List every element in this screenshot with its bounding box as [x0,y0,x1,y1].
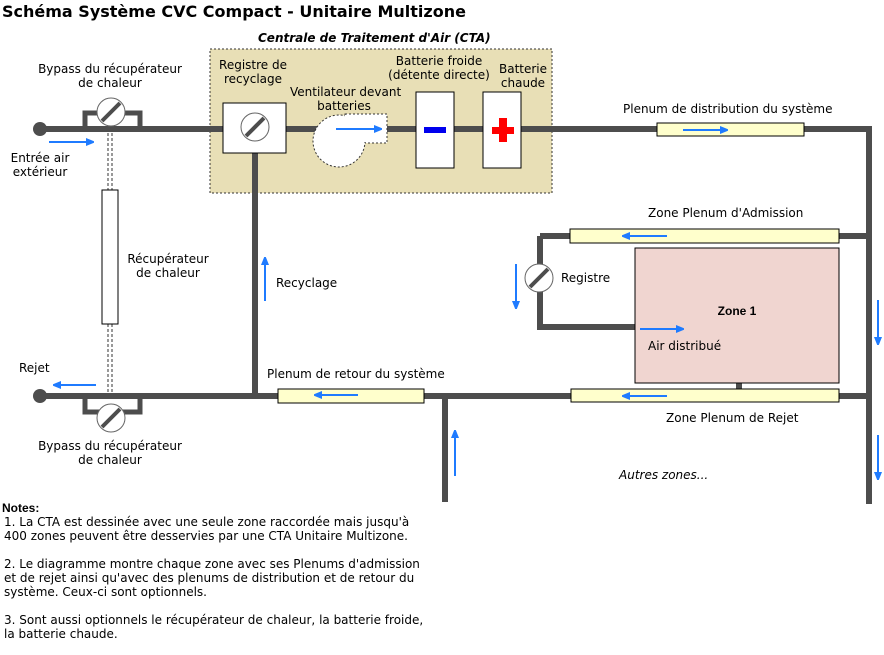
bypass-damper-top [82,97,143,129]
heat-recovery-link [107,133,113,392]
label-line: Ventilateur devant [290,85,402,99]
recirculation-damper [222,102,287,154]
zone-damper-label: Registre [561,271,611,285]
zone-1-box [634,247,840,384]
zone-return-plenum-label: Zone Plenum de Rejet [666,411,799,425]
supply-plenum [656,122,805,137]
bypass-bottom-label: Bypass du récupérateur de chaleur [30,439,190,467]
exhaust-label: Rejet [19,361,50,375]
outdoor-air-inlet [33,122,47,136]
recirc-damper-label: Registre de recyclage [217,58,289,86]
heat-recovery-unit [101,189,119,325]
label-line: de chaleur [78,453,142,467]
bypass-top-label: Bypass du récupérateur de chaleur [30,62,190,90]
label-line: Récupérateur [127,252,209,266]
label-line: Bypass du récupérateur [38,439,182,453]
label-line: (détente directe) [388,68,490,82]
label-line: chaude [500,76,546,90]
label-line: batteries [317,99,371,113]
zone-return-plenum [570,388,840,403]
return-plenum-label: Plenum de retour du système [267,367,445,381]
label-line: Bypass du récupérateur [38,62,182,76]
heat-recovery-label: Récupérateur de chaleur [122,252,214,280]
note-3: 3. Sont aussi optionnels le récupérateur… [4,613,424,641]
minus-icon [424,127,446,133]
heating-coil [482,91,522,169]
notes-section: Notes: 1. La CTA est dessinée avec une s… [2,501,464,655]
label-line: Entrée air [10,151,70,165]
label-line: Batterie froide [395,54,483,68]
label-line: extérieur [12,165,68,179]
recirculation-label: Recyclage [276,276,338,290]
cta-title: Centrale de Traitement d'Air (CTA) [258,31,491,45]
exhaust-outlet [33,389,47,403]
label-line: Registre de [219,58,287,72]
notes-title: Notes: [2,501,40,515]
note-2: 2. Le diagramme montre chaque zone avec … [4,557,420,599]
supply-air-label: Air distribué [648,339,722,353]
cooling-coil-label: Batterie froide (détente directe) [384,54,494,82]
zone-title: Zone 1 [717,304,757,318]
page-title: Schéma Système CVC Compact - Unitaire Mu… [2,2,466,21]
zone-supply-plenum-label: Zone Plenum d'Admission [648,206,804,220]
other-zones-label: Autres zones... [619,468,709,482]
label-line: de chaleur [136,266,200,280]
label-line: recyclage [223,72,283,86]
outdoor-air-label: Entrée air extérieur [4,151,76,179]
bypass-damper-bottom [82,396,143,433]
cooling-coil [415,91,455,169]
note-1: 1. La CTA est dessinée avec une seule zo… [4,515,410,543]
heating-coil-label: Batterie chaude [494,62,552,90]
supply-plenum-label: Plenum de distribution du système [623,102,833,116]
zone-damper [524,263,554,293]
label-line: Batterie [498,62,548,76]
fan-label: Ventilateur devant batteries [290,85,402,113]
return-plenum [277,388,425,404]
zone-supply-plenum [569,228,840,244]
label-line: de chaleur [78,76,142,90]
supply-fan [312,113,388,168]
